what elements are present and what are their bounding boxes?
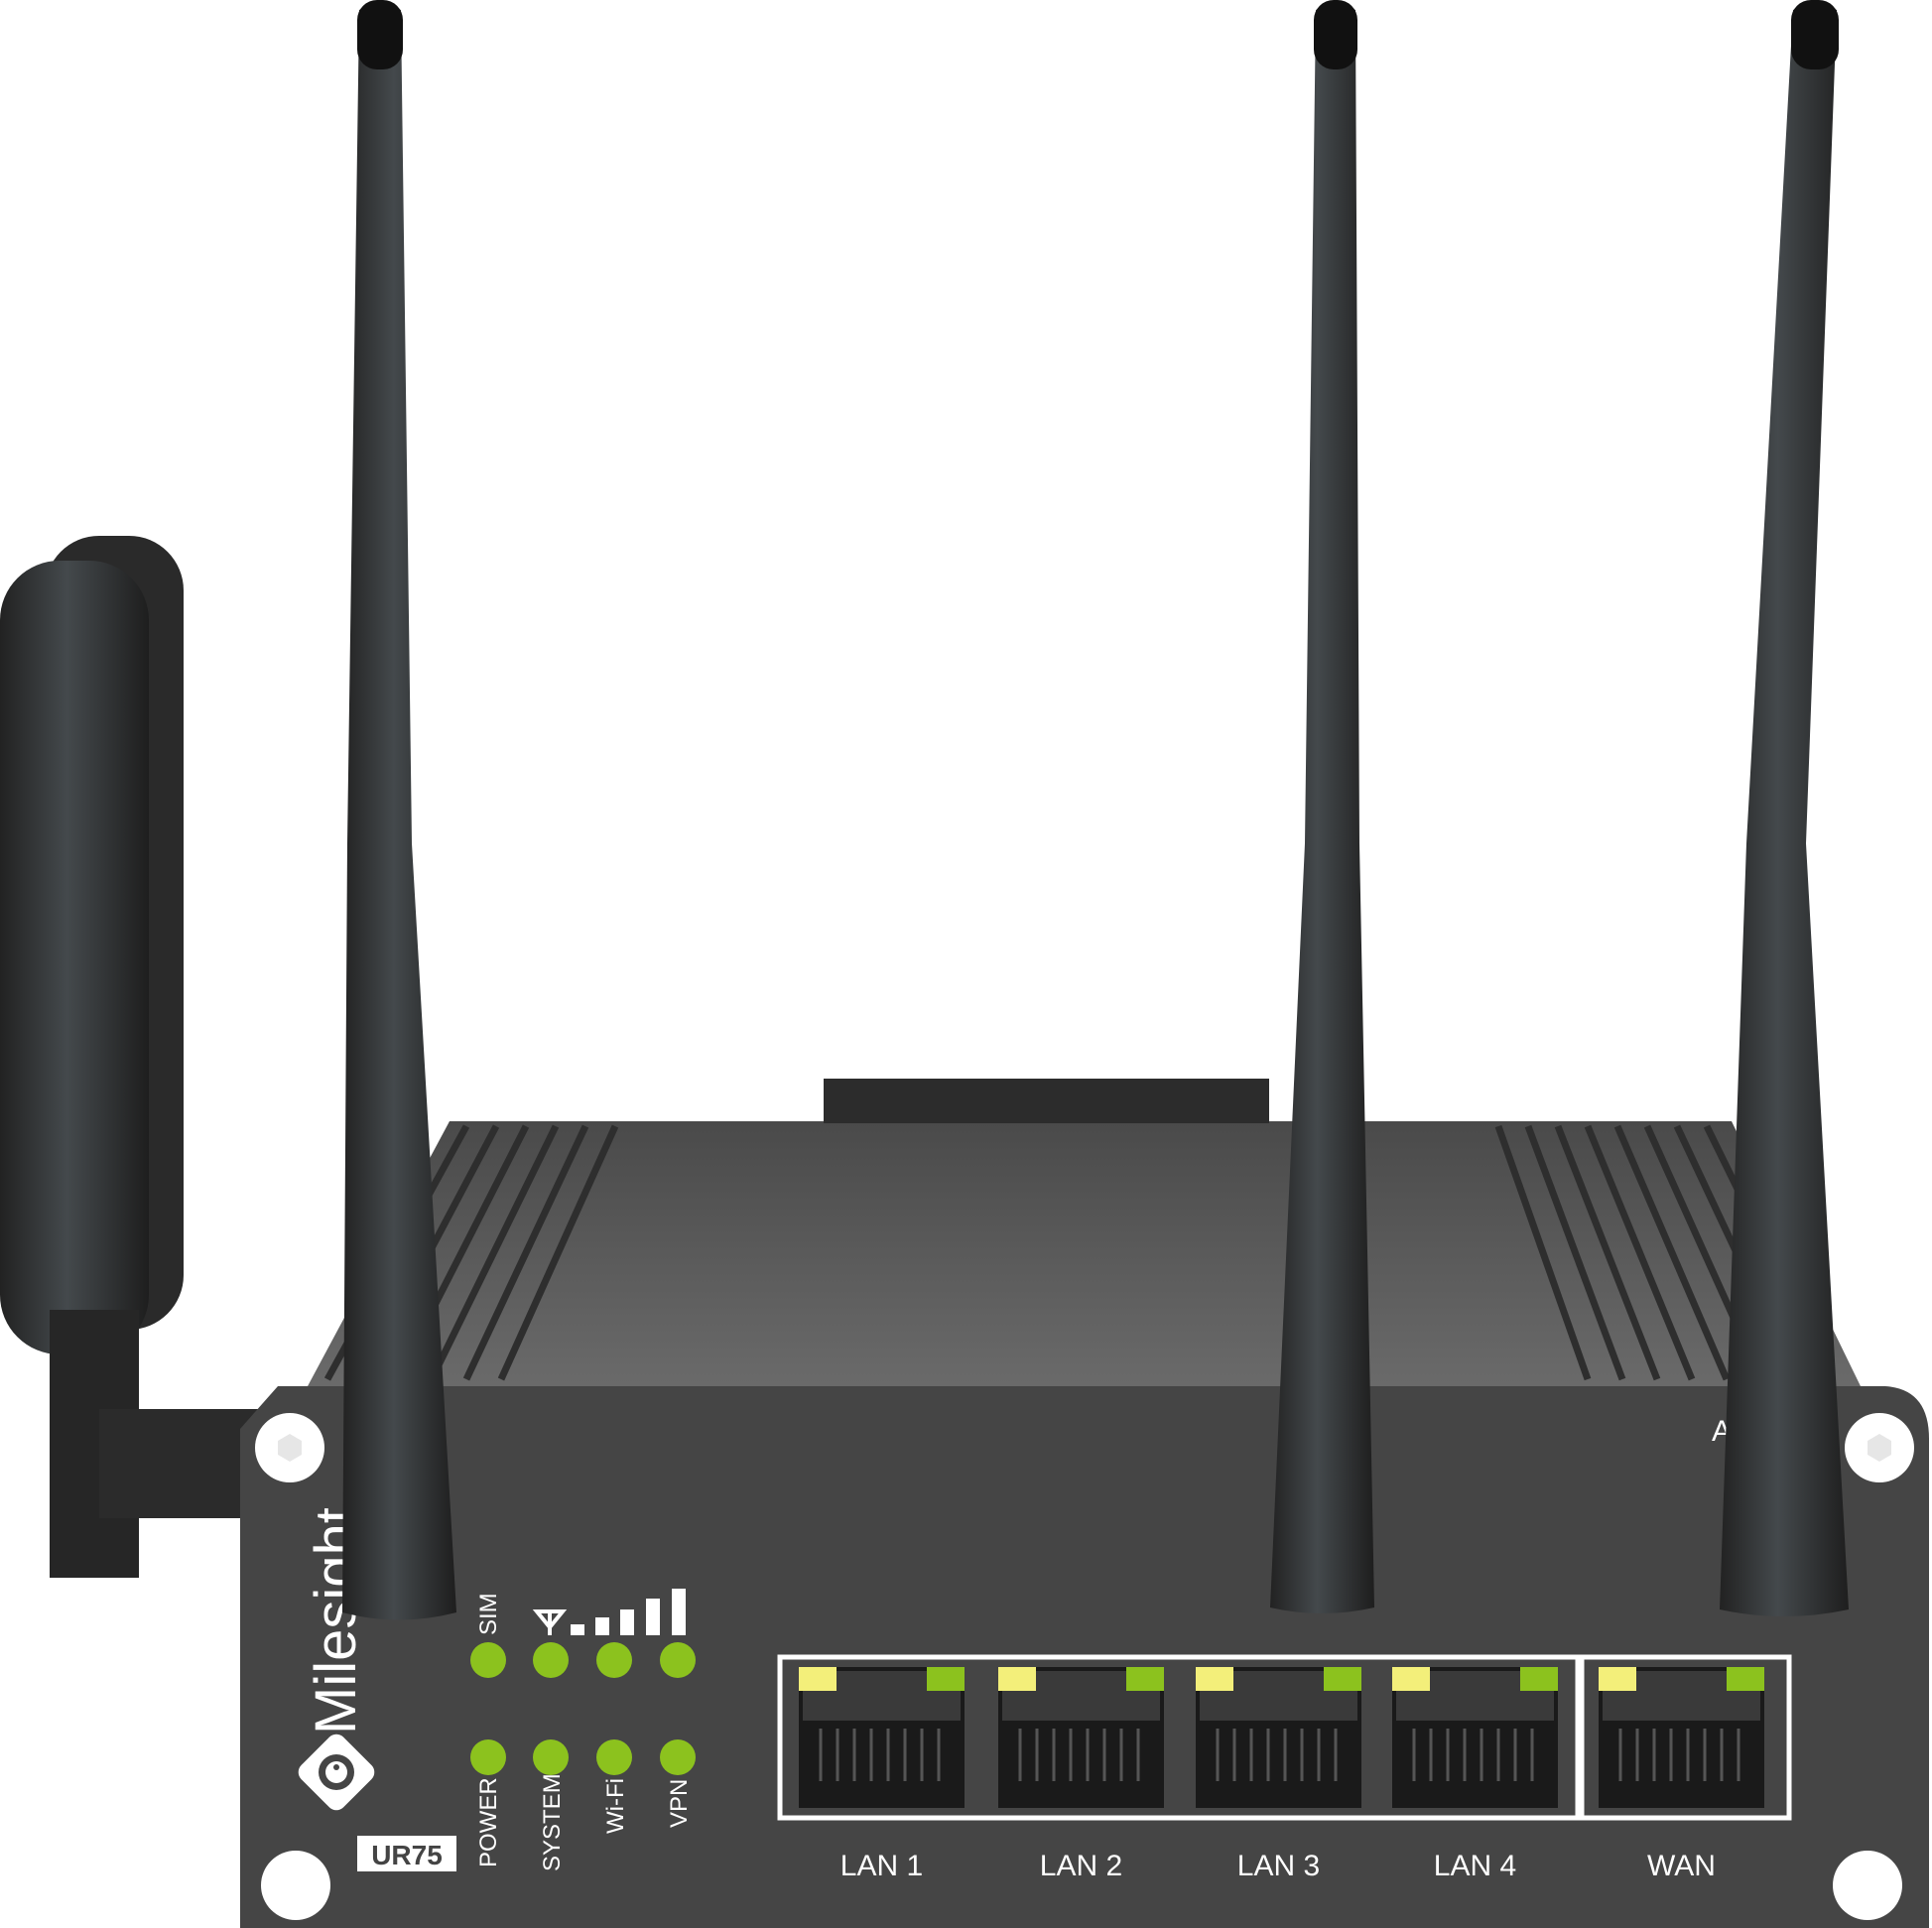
led-label-sim: SIM — [475, 1593, 502, 1635]
port-label: LAN 1 — [840, 1850, 923, 1882]
led-label-power: POWER — [475, 1777, 502, 1867]
status-leds — [470, 1642, 696, 1775]
port-led-yellow — [1196, 1667, 1233, 1691]
wifi-antenna-right — [1720, 0, 1849, 1616]
lan-port-frame — [777, 1654, 1581, 1821]
brand-logo-icon — [298, 1734, 375, 1811]
led-label-vpn: VPN — [666, 1779, 693, 1828]
lan-port[interactable]: LAN 4 — [1392, 1667, 1558, 1882]
top-bracket — [824, 1079, 1269, 1123]
led-signal-3 — [660, 1642, 696, 1678]
port-led-yellow — [998, 1667, 1036, 1691]
led-system — [533, 1739, 569, 1775]
led-wifi — [596, 1739, 632, 1775]
led-vpn — [660, 1739, 696, 1775]
wifi-antenna-left — [342, 0, 456, 1620]
top-heatsink — [308, 1121, 1861, 1386]
lte-antenna — [0, 536, 258, 1578]
led-power — [470, 1739, 506, 1775]
port-label: LAN 4 — [1434, 1850, 1516, 1882]
port-led-green — [1727, 1667, 1764, 1691]
screw-icon — [255, 1413, 324, 1482]
port-led-yellow — [1392, 1667, 1430, 1691]
screw-icon — [261, 1851, 330, 1920]
model-label: UR75 — [371, 1840, 443, 1870]
led-label-wifi: Wi-Fi — [602, 1778, 629, 1834]
port-led-green — [1324, 1667, 1361, 1691]
led-label-system: SYSTEM — [539, 1773, 566, 1871]
wan-port-frame — [1579, 1654, 1792, 1821]
wifi-antenna-middle — [1270, 0, 1374, 1613]
port-label: LAN 2 — [1040, 1850, 1122, 1882]
led-sim — [470, 1642, 506, 1678]
led-signal-2 — [596, 1642, 632, 1678]
port-led-yellow — [1599, 1667, 1636, 1691]
screw-icon — [1845, 1413, 1914, 1482]
wan-port[interactable]: WAN — [1599, 1667, 1764, 1882]
lan-port[interactable]: LAN 3 — [1196, 1667, 1361, 1882]
port-led-green — [927, 1667, 965, 1691]
port-led-yellow — [799, 1667, 837, 1691]
lan-port[interactable]: LAN 2 — [998, 1667, 1164, 1882]
screw-icon — [1833, 1851, 1902, 1920]
led-signal-1 — [533, 1642, 569, 1678]
model-badge — [357, 1836, 456, 1871]
port-led-green — [1520, 1667, 1558, 1691]
port-label: LAN 3 — [1237, 1850, 1320, 1882]
lan-port[interactable]: LAN 1 — [799, 1667, 965, 1882]
port-label: WAN — [1647, 1850, 1716, 1882]
port-led-green — [1126, 1667, 1164, 1691]
cellular-signal-icon — [532, 1589, 686, 1635]
